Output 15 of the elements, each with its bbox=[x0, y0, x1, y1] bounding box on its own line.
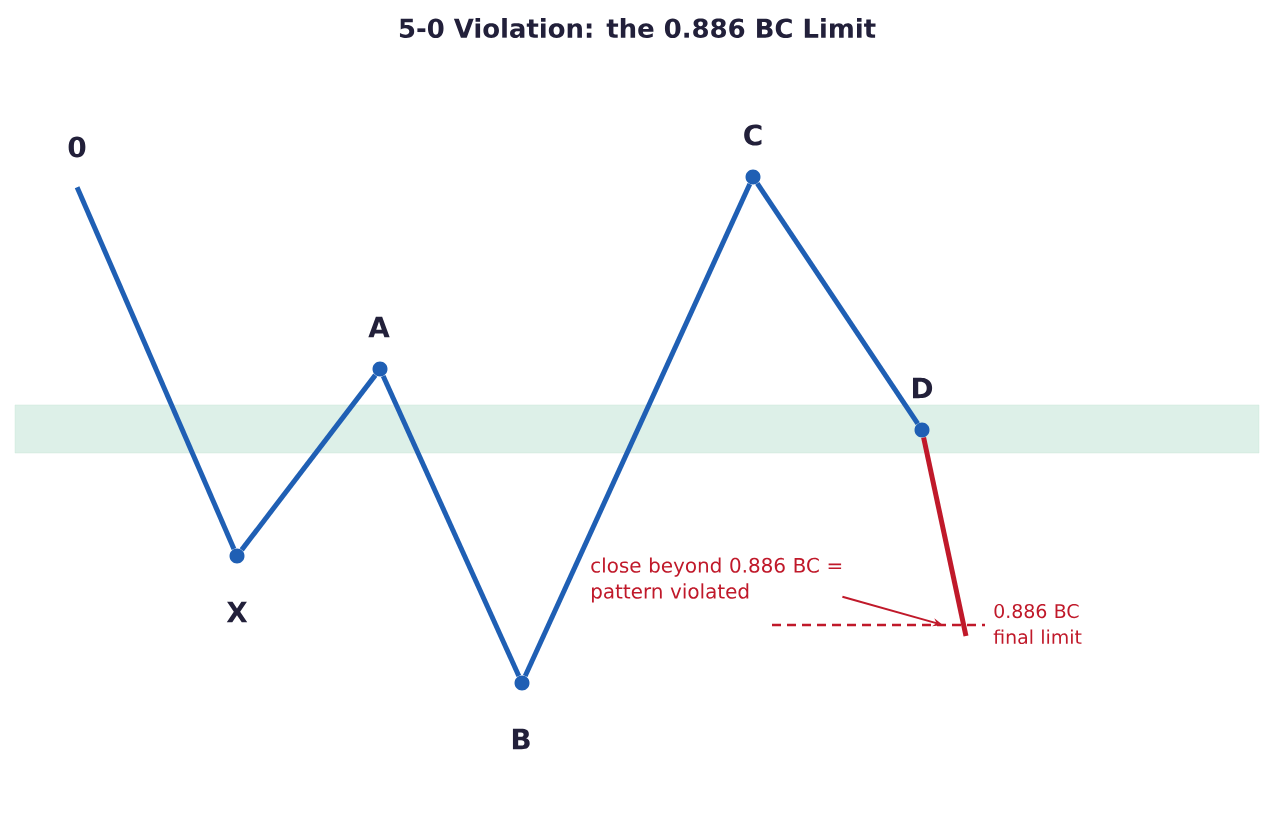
price-line bbox=[921, 437, 969, 637]
point-label: D bbox=[913, 377, 933, 438]
point-label: C bbox=[744, 124, 762, 185]
price-line bbox=[380, 374, 522, 677]
price-line bbox=[239, 373, 378, 552]
point-label: A bbox=[368, 316, 390, 377]
title: 5-0 Violation: the 0.886 BC Limit bbox=[399, 17, 876, 38]
price-line bbox=[755, 182, 920, 425]
point-label: 0 bbox=[68, 136, 86, 158]
price-line bbox=[522, 182, 753, 678]
price-line bbox=[74, 186, 237, 550]
annotation-text: close beyond 0.886 BC = pattern violated bbox=[591, 557, 842, 603]
limit-label: 0.886 BC final limit bbox=[993, 603, 1082, 645]
point-label: X bbox=[226, 548, 248, 623]
point-label: B bbox=[512, 675, 530, 750]
